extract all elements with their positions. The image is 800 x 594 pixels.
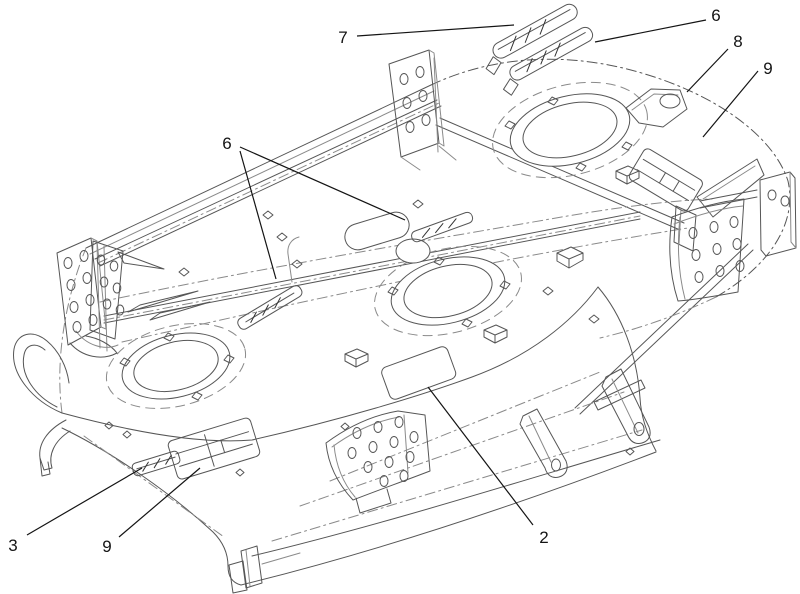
callout-label-6-top: 6 [711,6,720,25]
left-hole-bracket [56,237,125,358]
mount-strap-right [593,368,651,444]
strip-3 [131,450,181,477]
bottom-bracket-holes [347,416,419,487]
leader-6-center [239,146,406,280]
leader-6-top [594,19,707,43]
deck-left-side-hidden [59,247,87,414]
deck-drawing [13,3,797,594]
baffle-strip-6-top [503,26,594,96]
top-bracket-holes [399,66,431,133]
leader-9-bottom [118,467,201,538]
callout-label-9-right: 9 [763,59,772,78]
baffle-strip-6-lower [237,285,303,330]
callout-label-7: 7 [338,28,347,47]
decal-2 [381,346,457,400]
leader-7 [356,24,515,37]
cover-plate-8 [625,88,688,128]
left-bracket-holes [63,250,125,333]
left-wing-curl [13,333,71,477]
decal-9-bottom [167,417,261,480]
center-slot [287,211,431,283]
deck-wedge-gussets [117,251,211,321]
mount-strap-center [519,408,568,478]
baffle-strip-6-center [411,211,474,243]
baffle-strip-7 [485,3,578,76]
callout-label-9-bottom: 9 [102,537,111,556]
callout-label-8: 8 [733,32,742,51]
decal-9-right [628,148,703,212]
deck-front-right-hidden [599,296,717,339]
leader-2 [427,386,534,526]
right-bracket-holes [688,216,745,283]
spindle-opening-right [492,81,648,179]
bottom-hole-bracket [325,410,431,514]
deck-right-perimeter [430,58,791,298]
deck-front-fold [61,286,599,442]
leader-9-right [702,70,759,138]
leader-3 [26,467,143,536]
callout-labels: 7 6 8 9 6 2 3 9 [8,6,772,556]
right-bracket-assembly [669,158,797,302]
front-skirt [61,286,661,586]
spindle-opening-left [105,323,247,409]
callout-label-3: 3 [8,536,17,555]
callout-label-6-center: 6 [222,134,231,153]
callout-label-2: 2 [539,528,548,547]
top-hole-bracket [388,49,457,171]
deck-rear-edge-shadow [89,90,435,255]
spindle-opening-center [374,245,522,337]
deck-rear-edge [85,84,432,249]
bottom-channel [228,545,301,594]
callout-leader-lines [26,19,759,538]
leader-8 [686,48,729,93]
deck-clip-boxes [344,165,640,368]
